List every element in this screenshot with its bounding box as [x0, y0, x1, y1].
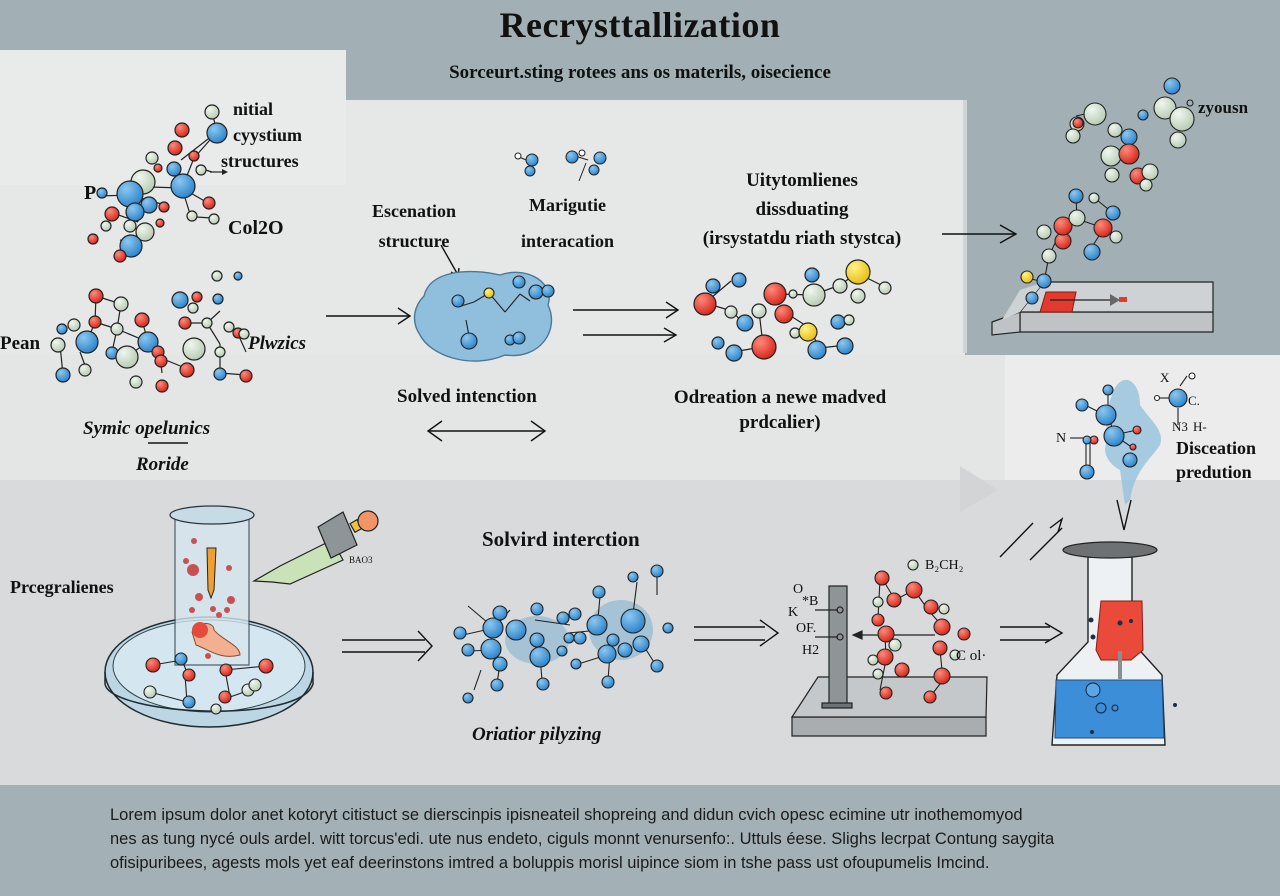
bidirectional-arrow-icon — [426, 420, 547, 442]
pointer-line — [999, 522, 1034, 558]
page-title: Recrysttallization — [499, 5, 781, 45]
stand-label-of: OF. — [796, 621, 817, 636]
label-marigutie-interacation: Marigutie interacation — [495, 187, 640, 259]
label-zyousn: zyousn — [1198, 98, 1249, 117]
stand-label-k: K — [788, 605, 799, 620]
label-pean: Pean — [0, 333, 41, 354]
band-arrow-icon — [960, 466, 998, 512]
label-oriatior-pilyzing: Oriatior pilyzing — [472, 724, 602, 745]
arrow-to-deposition-icon — [942, 224, 1018, 244]
bottom-double-arrow-1-icon — [342, 630, 433, 662]
label-odreation: Odreation a newe madved prdcalier) — [640, 385, 920, 435]
small-molecules — [514, 149, 607, 182]
label-initial-line1: nitial — [233, 99, 274, 119]
label-marigutie-line1: Marigutie — [529, 195, 606, 215]
deposition-plate — [991, 281, 1214, 336]
double-arrow-icon — [573, 301, 680, 343]
label-uity-line2: dissduating — [755, 199, 849, 220]
atom-label-n3: N3 — [1172, 419, 1188, 434]
molecule-solvated — [453, 564, 674, 704]
label-disceation-line1: Disceation — [1176, 438, 1256, 458]
label-b2ch: B₂CH₂ — [925, 558, 964, 573]
bottom-double-arrow-3-icon — [1000, 622, 1064, 644]
label-initial-line2: cyystium — [233, 125, 302, 145]
footer-line-3: ofisipuribees, agests mols yet eaf deeri… — [110, 854, 990, 872]
solution-blob — [413, 270, 555, 362]
small-arrow-icon — [222, 169, 228, 175]
atom-label-c: C. — [1188, 393, 1200, 408]
dropper-label: BAO3 — [349, 555, 373, 565]
label-uity-line3: (irsystatdu riath stystca) — [702, 228, 902, 249]
molecule-disceation — [1029, 372, 1196, 561]
footer-panel — [0, 785, 1280, 896]
dropper-icon — [251, 510, 379, 585]
page-subtitle: Sorceurt.sting rotees ans os materils, o… — [449, 62, 831, 83]
arrow-up-right-icon — [1029, 527, 1063, 561]
label-escenation-line1: Escenation — [371, 201, 456, 221]
label-disceation-line2: predution — [1176, 462, 1252, 482]
label-initial-line3: structures — [221, 151, 299, 171]
caption-symic-opelunics: Symic opelunics — [83, 418, 211, 439]
molecule-crystal — [867, 559, 971, 704]
label-pregralienes: Prcegralienes — [10, 577, 114, 597]
caption-roride: Roride — [136, 454, 189, 475]
bottom-double-arrow-2-icon — [694, 619, 780, 647]
petri-dish-with-beaker — [104, 505, 314, 728]
label-uitytomlienes: Uitytomlienes dissduating (irsystatdu ri… — [652, 166, 952, 253]
label-plwzics: Plwzics — [248, 333, 307, 354]
arrow-to-blob-icon — [326, 307, 412, 325]
flask-icon — [1051, 541, 1177, 746]
atom-label-n: N — [1056, 431, 1067, 446]
stand-label-b: *B — [802, 594, 819, 609]
stand-label-h2: H2 — [802, 643, 820, 658]
molecule-sample — [50, 270, 253, 393]
arrow-down-icon — [1116, 499, 1132, 531]
label-initial-structures: nitial cyystium structures — [221, 96, 302, 174]
label-escenation-structure: Escenation structure — [352, 196, 476, 256]
label-odreation-line2: prdcalier) — [739, 412, 821, 433]
molecule-initial-structure — [87, 104, 228, 263]
footer-line-2: nes as tung nycé ouls ardel. witt torcus… — [110, 830, 1055, 848]
atom-label-h: H- — [1193, 419, 1207, 434]
label-marigutie-line2: interacation — [521, 231, 614, 251]
label-escenation-line2: structure — [378, 231, 450, 251]
stand-label-o: O — [793, 582, 804, 597]
label-p: P — [84, 182, 97, 204]
molecule-deposited — [1020, 77, 1195, 305]
label-disceation-predution: Disceation predution — [1176, 436, 1256, 484]
label-uity-line1: Uitytomlienes — [746, 170, 858, 191]
label-col: C ol· — [956, 648, 987, 664]
middle-band — [0, 355, 1005, 480]
atom-label-x: X — [1160, 370, 1170, 385]
footer-line-1: Lorem ipsum dolor anet kotoryt citistuct… — [110, 806, 1023, 824]
label-solved-intenction: Solved intenction — [397, 386, 537, 407]
molecule-product — [693, 259, 892, 362]
footer-paragraph: Lorem ipsum dolor anet kotoryt citistuct… — [110, 803, 1170, 875]
label-odreation-line1: Odreation a newe madved — [673, 387, 887, 408]
label-col2o: Col2O — [228, 217, 284, 239]
label-solvird-interction: Solvird interction — [482, 527, 640, 551]
